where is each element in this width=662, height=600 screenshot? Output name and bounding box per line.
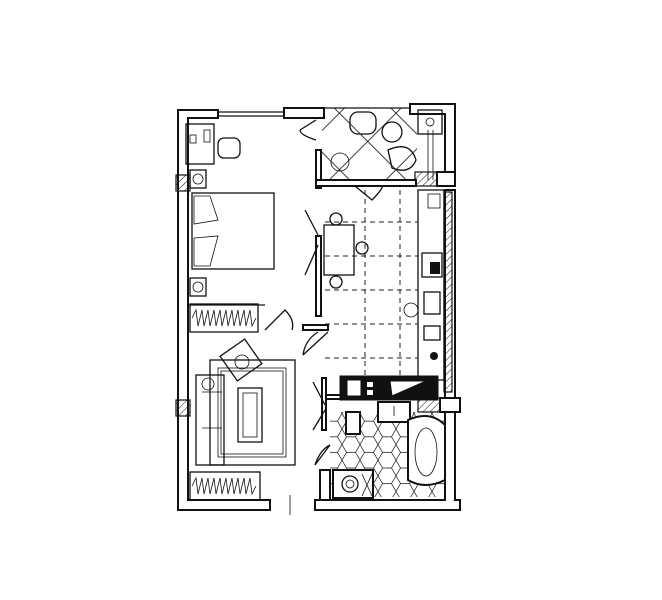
bathroom (332, 375, 446, 499)
bathtub (407, 415, 446, 486)
chair (329, 212, 343, 226)
washing-machine (332, 469, 374, 499)
wardrobe (189, 471, 261, 501)
chair (217, 137, 241, 159)
toilet-floor (322, 108, 417, 180)
drain (430, 352, 438, 360)
wardrobe (189, 303, 259, 333)
toilet (345, 411, 361, 435)
kitchen (323, 189, 445, 381)
plant (330, 152, 350, 172)
bidet (381, 121, 403, 143)
toilet (349, 111, 377, 135)
nightstand (189, 277, 207, 297)
sofa (195, 374, 225, 466)
chair (355, 241, 369, 255)
shower (417, 109, 443, 135)
chair (329, 275, 343, 289)
dining-table (323, 224, 355, 276)
wc-room (330, 109, 443, 180)
rug (209, 359, 296, 466)
sink (423, 291, 441, 315)
bedroom (185, 123, 275, 333)
nightstand (189, 169, 207, 189)
desk (185, 123, 215, 165)
appliance (423, 325, 441, 341)
coffee-table (237, 387, 263, 443)
counter (417, 189, 445, 381)
armchair (219, 338, 263, 382)
bed (191, 192, 275, 270)
kitchen-floor-grid (325, 190, 418, 375)
doors (264, 119, 384, 466)
living-room (189, 338, 296, 501)
stove (421, 252, 443, 278)
sink (387, 146, 417, 171)
